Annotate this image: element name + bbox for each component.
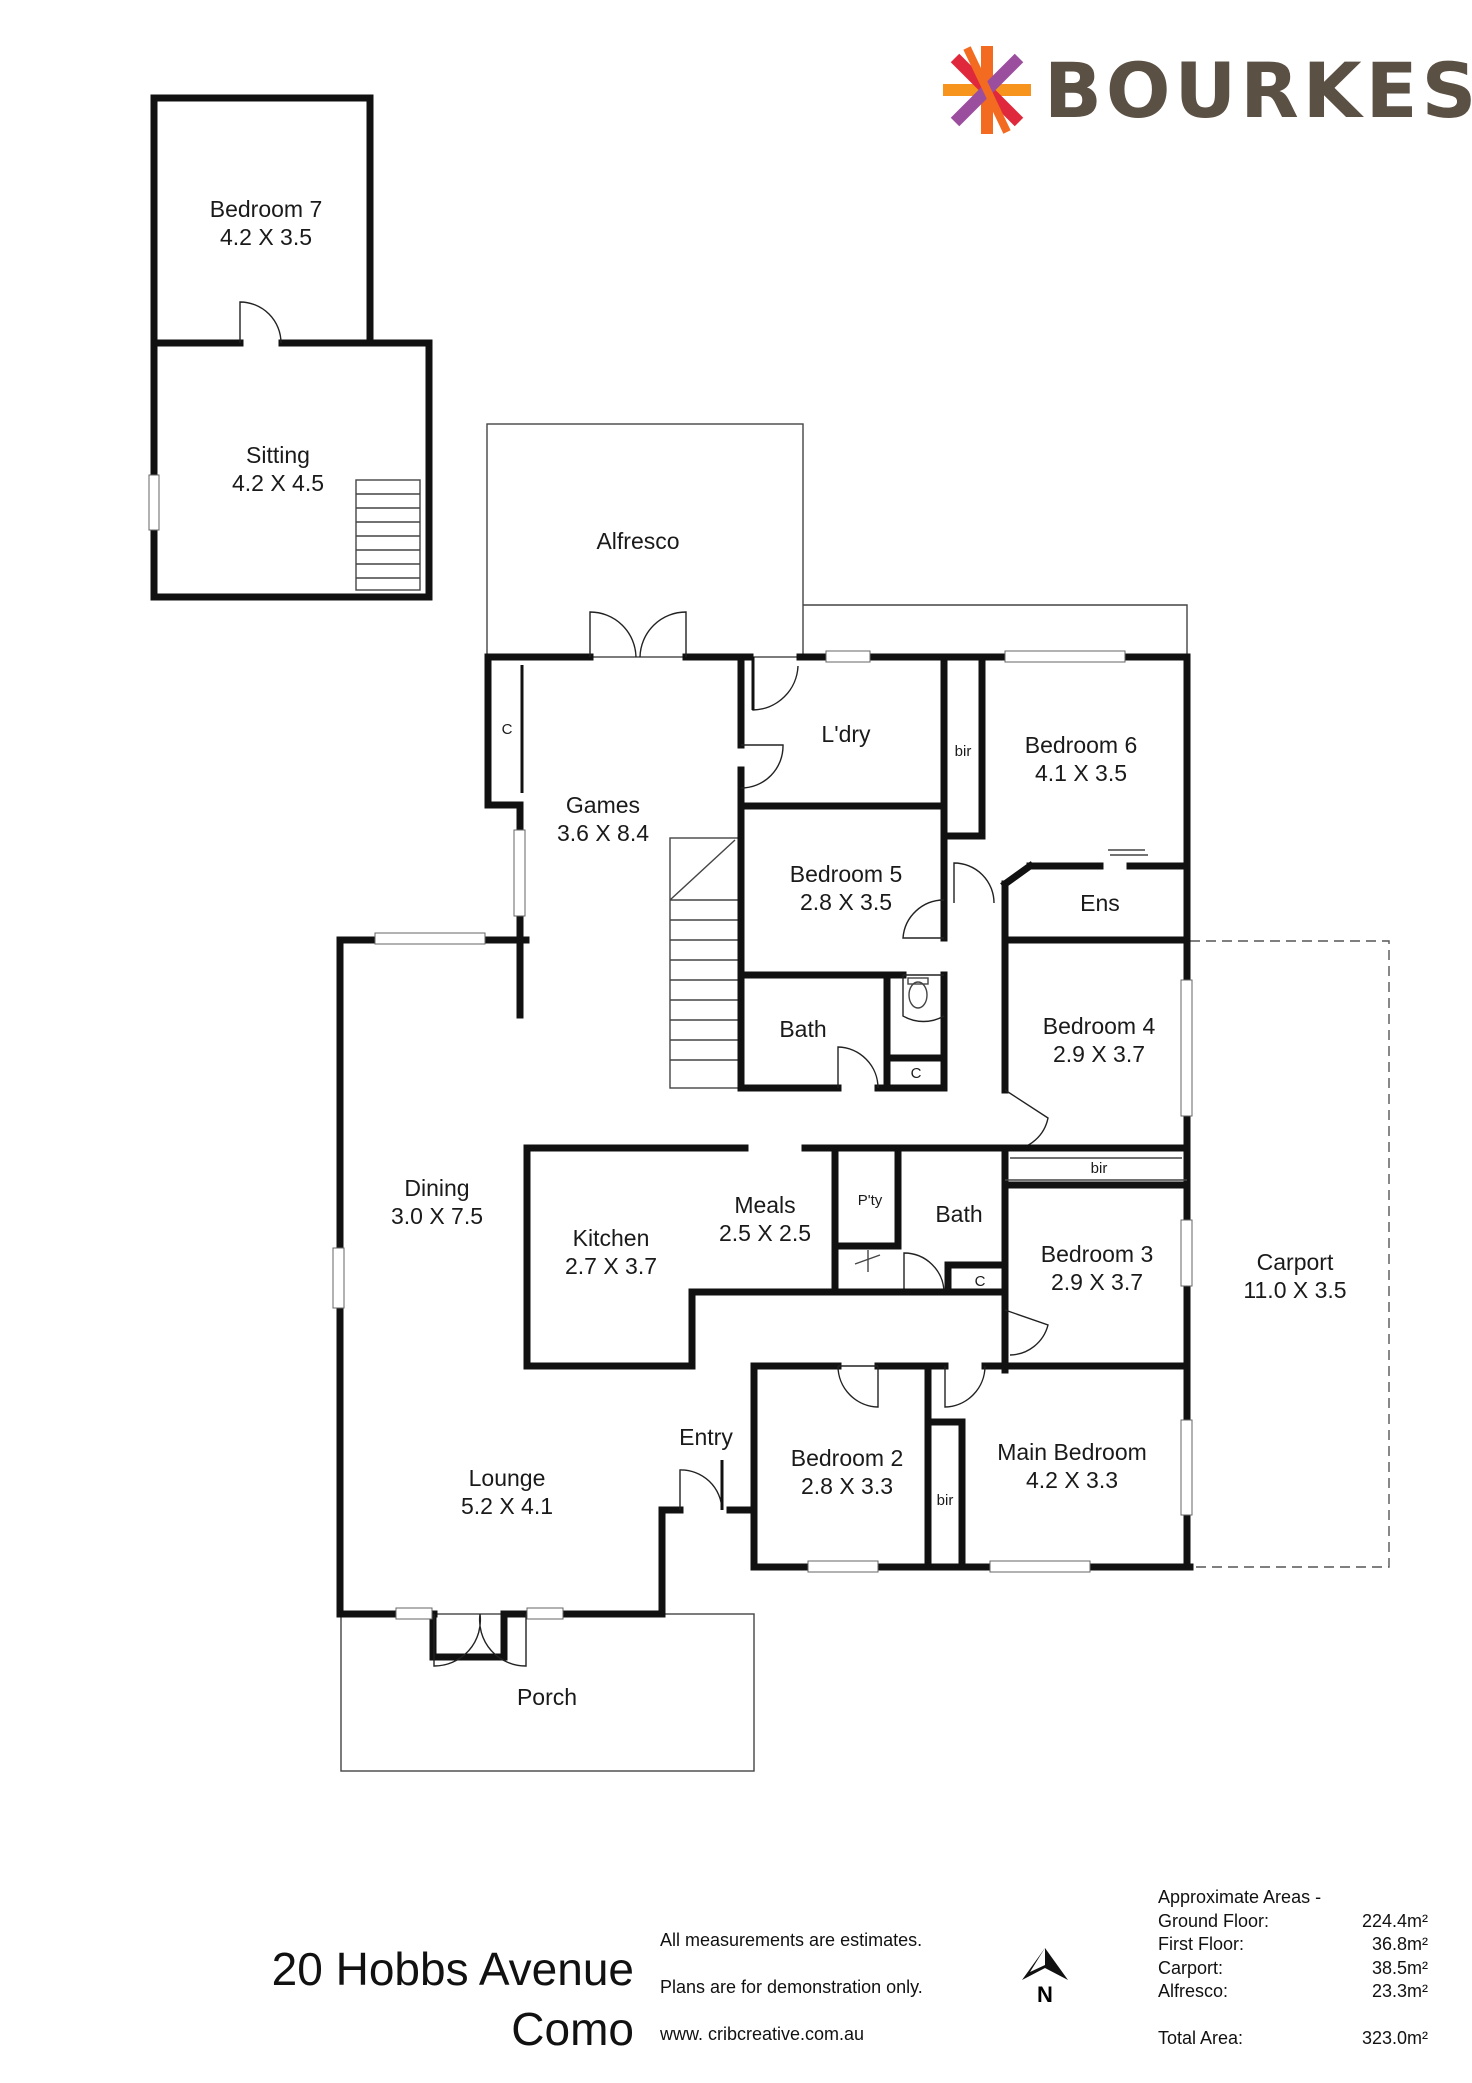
room-kitchen-size: 2.7 X 3.7 [565, 1253, 657, 1279]
stairs-lower [669, 837, 741, 1089]
room-alfresco-name: Alfresco [596, 528, 679, 554]
areas-table: Approximate Areas - Ground Floor: 224.4m… [1158, 1886, 1428, 2050]
room-games-name: Games [566, 792, 640, 818]
stairs-upper [355, 479, 421, 591]
first-floor [148, 94, 433, 601]
north-label: N [1037, 1982, 1053, 2007]
room-main-size: 4.2 X 3.3 [1026, 1467, 1118, 1493]
room-bedroom7-name: Bedroom 7 [210, 196, 323, 222]
bir-tag: bir [955, 743, 972, 760]
note-demo: Plans are for demonstration only. [660, 1977, 923, 1997]
room-bath1-name: Bath [779, 1016, 826, 1042]
room-porch-name: Porch [517, 1684, 577, 1710]
room-meals-size: 2.5 X 2.5 [719, 1220, 811, 1246]
note-estimates: All measurements are estimates. [660, 1930, 923, 1950]
room-carport-name: Carport [1257, 1249, 1334, 1275]
room-bedroom5-size: 2.8 X 3.5 [800, 889, 892, 915]
room-lounge-name: Lounge [469, 1465, 546, 1491]
room-bedroom2-name: Bedroom 2 [791, 1445, 904, 1471]
area-row: Alfresco: 23.3m² [1158, 1981, 1428, 2001]
room-laundry-name: L'dry [821, 721, 871, 747]
area-total-row: Total Area: 323.0m² [1158, 2027, 1428, 2048]
bir-tag: bir [937, 1492, 954, 1509]
bir-tag: bir [1091, 1160, 1108, 1177]
area-row: Carport: 38.5m² [1158, 1957, 1428, 1978]
room-bedroom6-size: 4.1 X 3.5 [1035, 760, 1127, 786]
room-labels: Bedroom 7 4.2 X 3.5 Sitting 4.2 X 4.5 Al… [210, 196, 1347, 1710]
room-lounge-size: 5.2 X 4.1 [461, 1493, 553, 1519]
room-entry-name: Entry [679, 1424, 733, 1450]
address-street: 20 Hobbs Avenue [271, 1943, 634, 1995]
room-dining-name: Dining [404, 1175, 469, 1201]
north-arrow-icon: N [1022, 1948, 1068, 2007]
room-games-size: 3.6 X 8.4 [557, 820, 649, 846]
room-pantry-name: P'ty [858, 1192, 883, 1209]
room-bedroom2-size: 2.8 X 3.3 [801, 1473, 893, 1499]
note-website: www. cribcreative.com.au [660, 2024, 865, 2044]
area-row: First Floor: 36.8m² [1158, 1934, 1428, 1954]
bourkes-logo-icon [943, 46, 1031, 134]
room-bedroom3-name: Bedroom 3 [1041, 1241, 1154, 1267]
room-sitting-size: 4.2 X 4.5 [232, 470, 324, 496]
room-bedroom4-size: 2.9 X 3.7 [1053, 1041, 1145, 1067]
room-ensuite-name: Ens [1080, 890, 1120, 916]
room-dining-size: 3.0 X 7.5 [391, 1203, 483, 1229]
room-main-name: Main Bedroom [997, 1439, 1147, 1465]
room-sitting-name: Sitting [246, 442, 310, 468]
brand-name: BOURKES [1044, 46, 1472, 135]
room-carport-size: 11.0 X 3.5 [1243, 1277, 1346, 1303]
room-bedroom4-name: Bedroom 4 [1043, 1013, 1156, 1039]
room-kitchen-name: Kitchen [573, 1225, 650, 1251]
ground-floor [332, 423, 1390, 1772]
cupboard-tag: C [911, 1065, 922, 1082]
area-row: Ground Floor: 224.4m² [1158, 1910, 1428, 1931]
room-bath2-name: Bath [935, 1201, 982, 1227]
cupboard-tag: C [502, 721, 513, 738]
room-bedroom3-size: 2.9 X 3.7 [1051, 1269, 1143, 1295]
areas-heading: Approximate Areas - [1158, 1887, 1322, 1907]
address-suburb: Como [511, 2003, 634, 2055]
room-bedroom7-size: 4.2 X 3.5 [220, 224, 312, 250]
room-bedroom5-name: Bedroom 5 [790, 861, 903, 887]
room-meals-name: Meals [734, 1192, 795, 1218]
room-bedroom6-name: Bedroom 6 [1025, 732, 1138, 758]
cupboard-tag: C [975, 1273, 986, 1290]
